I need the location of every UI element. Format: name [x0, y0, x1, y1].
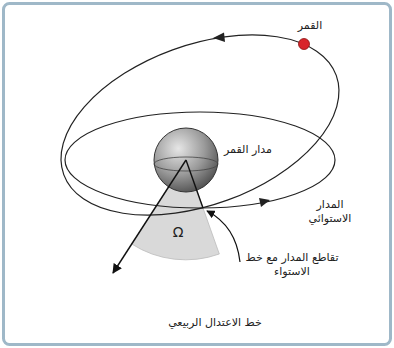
- frame: [4, 4, 391, 345]
- axis-label: خط الاعتدال الربيعي: [168, 316, 262, 330]
- moon: [299, 39, 310, 50]
- equatorial-orbit: [65, 112, 335, 208]
- vernal-equinox-line: [113, 160, 186, 273]
- node-line: [186, 160, 203, 208]
- orbit-label: المدار الاستوائي: [301, 198, 359, 226]
- earth-equator: [154, 157, 218, 171]
- equator-direction-arrow: [259, 198, 270, 207]
- orbit-label: مدار القمر: [224, 143, 272, 157]
- leader-line: [207, 211, 240, 262]
- moon-label: القمر: [298, 19, 322, 33]
- angle-symbol: Ω: [173, 225, 184, 239]
- lunar-orbit: [36, 0, 363, 250]
- orbit-direction-arrow: [213, 33, 225, 43]
- callout-label: تقاطع المدار مع خط الاستواء: [244, 251, 340, 279]
